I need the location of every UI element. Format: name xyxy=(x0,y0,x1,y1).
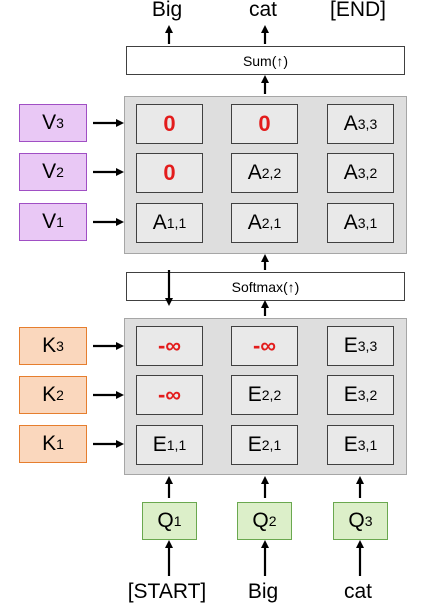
label-base: A xyxy=(343,211,358,234)
label-base: A xyxy=(152,211,167,234)
label-base: A xyxy=(343,112,358,135)
label-base: E xyxy=(247,383,262,406)
label-base: V xyxy=(42,160,57,183)
input-word-3: cat xyxy=(343,580,372,603)
label-base: E xyxy=(343,334,358,357)
attention-weight-cell: 0 xyxy=(136,153,203,193)
attention-weight-cell: 0 xyxy=(231,104,298,144)
attention-score-cell: -∞ xyxy=(136,326,203,366)
label-base: Q xyxy=(157,509,174,532)
cell-text: -∞ xyxy=(157,333,181,358)
input-word-2: Big xyxy=(247,580,279,603)
cell-text: -∞ xyxy=(252,333,276,358)
label-base: E xyxy=(343,433,358,456)
output-word-2: cat xyxy=(248,0,277,21)
cell-text: 0 xyxy=(163,111,176,136)
cell-text: -∞ xyxy=(157,382,181,407)
label-base: Q xyxy=(252,509,269,532)
label-base: E xyxy=(247,433,262,456)
output-word-3: [END] xyxy=(329,0,386,21)
output-word-1: Big xyxy=(151,0,183,21)
cell-text: 0 xyxy=(163,160,176,185)
label-base: V xyxy=(42,210,57,233)
label-base: Q xyxy=(348,509,365,532)
label-base: K xyxy=(42,432,57,455)
cell-text: 0 xyxy=(258,111,271,136)
label-base: E xyxy=(152,433,167,456)
label-base: V xyxy=(42,111,57,134)
label-base: A xyxy=(247,211,262,234)
attention-score-cell: -∞ xyxy=(136,375,203,415)
attention-score-cell: -∞ xyxy=(231,326,298,366)
label-base: A xyxy=(247,161,262,184)
sum-box: Sum(↑) xyxy=(126,46,405,75)
attention-weight-cell: 0 xyxy=(136,104,203,144)
label-base: E xyxy=(343,383,358,406)
input-word-1: [START] xyxy=(127,580,207,603)
label-base: K xyxy=(42,334,57,357)
softmax-label: Softmax(↑) xyxy=(231,278,300,295)
label-base: A xyxy=(343,161,358,184)
label-base: K xyxy=(42,383,57,406)
sum-label: Sum(↑) xyxy=(242,52,289,69)
